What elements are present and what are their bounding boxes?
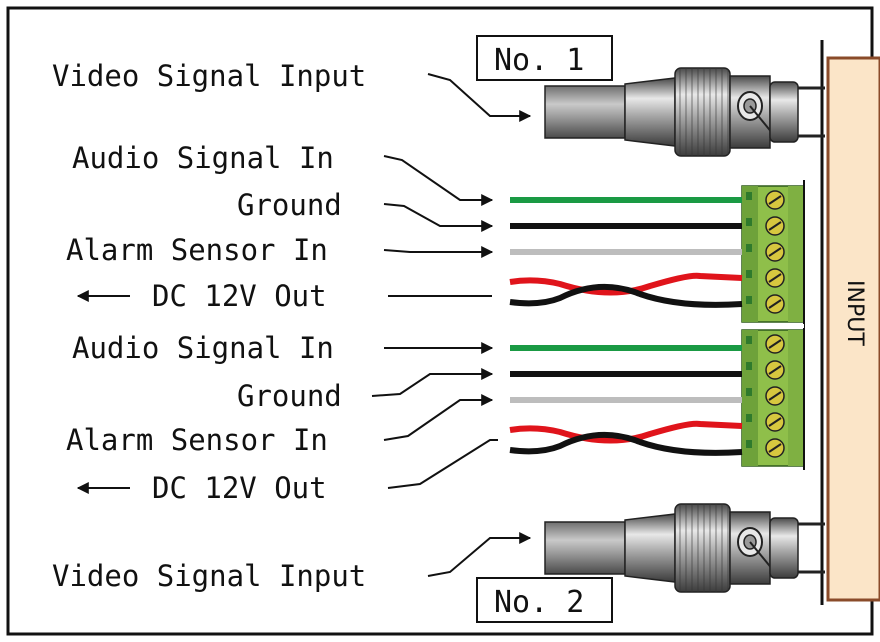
wire-group-1 <box>509 197 743 308</box>
label-video-top: Video Signal Input <box>52 59 366 93</box>
label-audio-1: Audio Signal In <box>72 141 334 175</box>
label-dc-2: DC 12V Out <box>152 471 327 505</box>
bnc-connector-icon <box>543 66 827 158</box>
label-alarm-1: Alarm Sensor In <box>66 233 328 267</box>
label-alarm-2: Alarm Sensor In <box>66 423 328 457</box>
no1-label: No. 1 <box>494 43 584 78</box>
no2-label: No. 2 <box>494 585 584 620</box>
arrow-right-icon <box>427 73 532 122</box>
terminal-block-icon <box>741 185 805 323</box>
dc-black-wire-1 <box>509 283 743 308</box>
no2-box: No. 2 <box>476 577 613 623</box>
terminal-block-icon <box>741 329 805 467</box>
dc-red-wire-2 <box>509 420 743 444</box>
arrow-right-icon <box>383 203 494 232</box>
arrow-right-icon <box>427 532 532 577</box>
label-audio-2: Audio Signal In <box>72 331 334 365</box>
dc-red-wire-1 <box>509 272 743 296</box>
no1-box: No. 1 <box>476 35 613 81</box>
dc-black-wire-2 <box>509 431 743 456</box>
wire-group-2 <box>509 345 743 456</box>
arrow-right-icon <box>383 246 494 258</box>
label-ground-2: Ground <box>237 379 342 413</box>
label-ground-1: Ground <box>237 188 342 222</box>
arrow-right-icon <box>383 155 494 206</box>
dc-leader-2 <box>387 439 498 489</box>
arrow-right-icon <box>371 368 494 397</box>
input-panel-label: INPUT <box>842 280 867 346</box>
input-panel: INPUT <box>820 40 880 605</box>
label-dc-1: DC 12V Out <box>152 279 327 313</box>
arrow-right-icon <box>383 394 494 441</box>
label-video-bottom: Video Signal Input <box>52 559 366 593</box>
